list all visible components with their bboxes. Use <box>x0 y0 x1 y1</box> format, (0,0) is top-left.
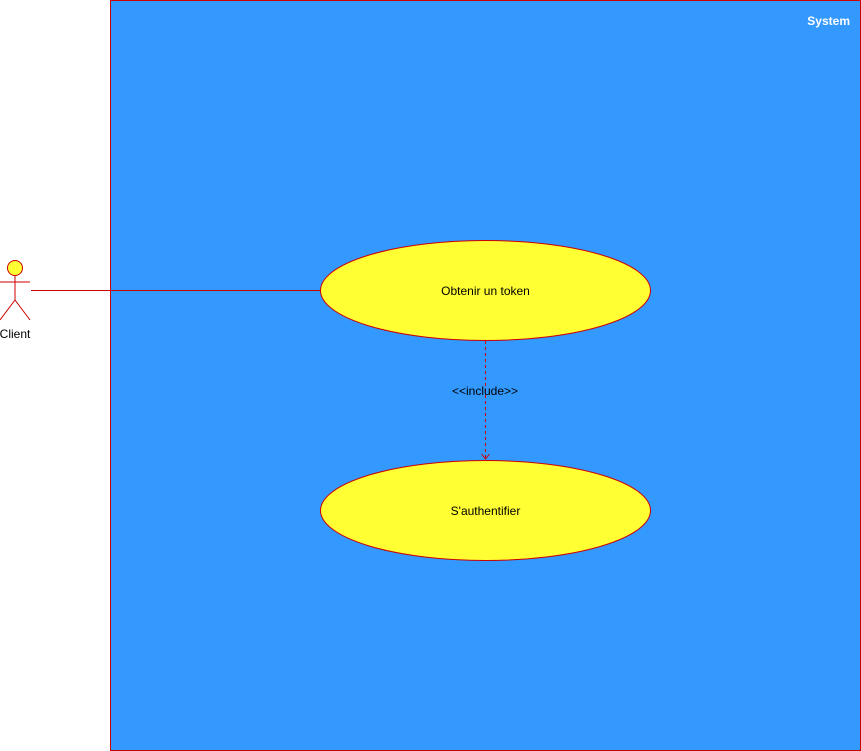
system-boundary[interactable]: System <box>110 0 861 751</box>
use-case-authenticate[interactable]: S'authentifier <box>320 460 651 561</box>
system-label: System <box>807 14 850 28</box>
system-boundary-box <box>110 0 861 751</box>
use-case-obtain-token-ellipse <box>320 240 651 341</box>
actor-right-leg <box>14 299 31 321</box>
use-case-obtain-token[interactable]: Obtenir un token <box>320 240 651 341</box>
actor-left-leg <box>0 299 16 321</box>
use-case-obtain-token-label: Obtenir un token <box>441 284 530 298</box>
use-case-authenticate-ellipse <box>320 460 651 561</box>
use-case-authenticate-label: S'authentifier <box>451 504 521 518</box>
include-relation[interactable]: <<include>> <box>452 341 518 460</box>
actor-head <box>7 260 23 276</box>
actor-client[interactable]: Client <box>0 260 31 342</box>
include-label: <<include>> <box>452 384 518 398</box>
actor-label: Client <box>0 327 31 341</box>
